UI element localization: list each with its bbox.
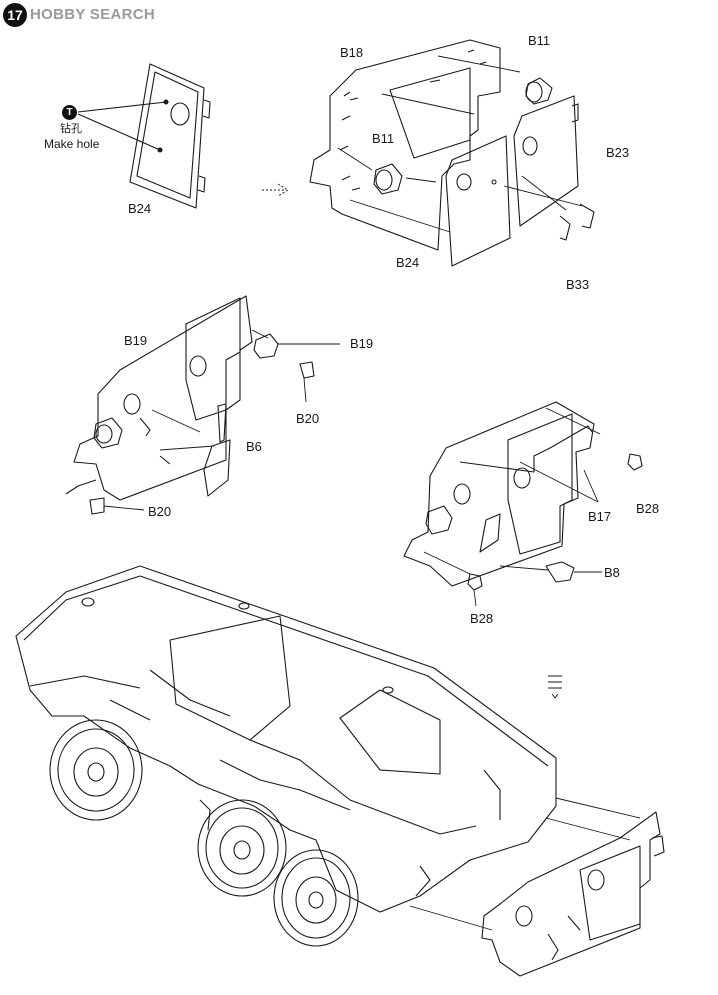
- callout-b28-right: B28: [636, 501, 660, 516]
- cylinder-left: [93, 417, 123, 449]
- cylinder-right: [425, 505, 453, 535]
- callout-b24-main: B24: [396, 255, 420, 270]
- rear-plate-b18: [309, 39, 595, 267]
- plate-b23: [513, 95, 579, 227]
- handle-b17: [459, 425, 593, 473]
- door-b24-main: [445, 135, 511, 267]
- step-number-badge: 17: [3, 3, 27, 27]
- rear-plate-install: [481, 811, 665, 977]
- callout-b33: B33: [566, 277, 590, 292]
- clip-b28-bottom: [467, 573, 483, 591]
- shovel-b6: [203, 403, 231, 497]
- callout-b18: B18: [340, 45, 364, 60]
- watermark-logo: HOBBY SEARCH: [30, 6, 156, 23]
- callout-b11-top: B11: [528, 33, 551, 48]
- callout-b23: B23: [606, 145, 630, 160]
- vehicle-hull: [15, 565, 665, 977]
- callout-b19-right: B19: [350, 336, 374, 351]
- drill-note-english: Make hole: [44, 137, 100, 151]
- cylinder-b19: [253, 333, 279, 359]
- callout-b8: B8: [604, 565, 620, 580]
- wheel-front: [49, 719, 143, 821]
- rear-plate-subassembly-left: [65, 295, 340, 515]
- rear-plate-subassembly-right: [403, 401, 643, 607]
- callout-b19-left: B19: [124, 333, 148, 348]
- cylinder-b11-mid: [373, 163, 403, 195]
- callout-b17: B17: [588, 509, 612, 524]
- callout-b20-right: B20: [296, 411, 320, 426]
- bracket-b8: [545, 561, 575, 583]
- callout-b24-loose: B24: [128, 201, 152, 216]
- clip-b28-right: [627, 453, 643, 471]
- door-panel-b24-loose: [77, 63, 211, 209]
- wheel-rear: [273, 849, 359, 947]
- drill-note-chinese: 钻孔: [60, 123, 82, 135]
- direction-arrow-right: [262, 183, 289, 197]
- callout-b11-mid: B11: [372, 131, 395, 146]
- shovel-right: [479, 513, 501, 553]
- callout-b28-bottom: B28: [470, 611, 494, 626]
- callout-b20-left: B20: [148, 504, 172, 519]
- callout-b6: B6: [246, 439, 262, 454]
- wheel-middle: [197, 799, 287, 897]
- cylinder-b11-top: [525, 77, 553, 105]
- handles-b33: [559, 203, 595, 241]
- drill-symbol-icon: T: [62, 105, 77, 120]
